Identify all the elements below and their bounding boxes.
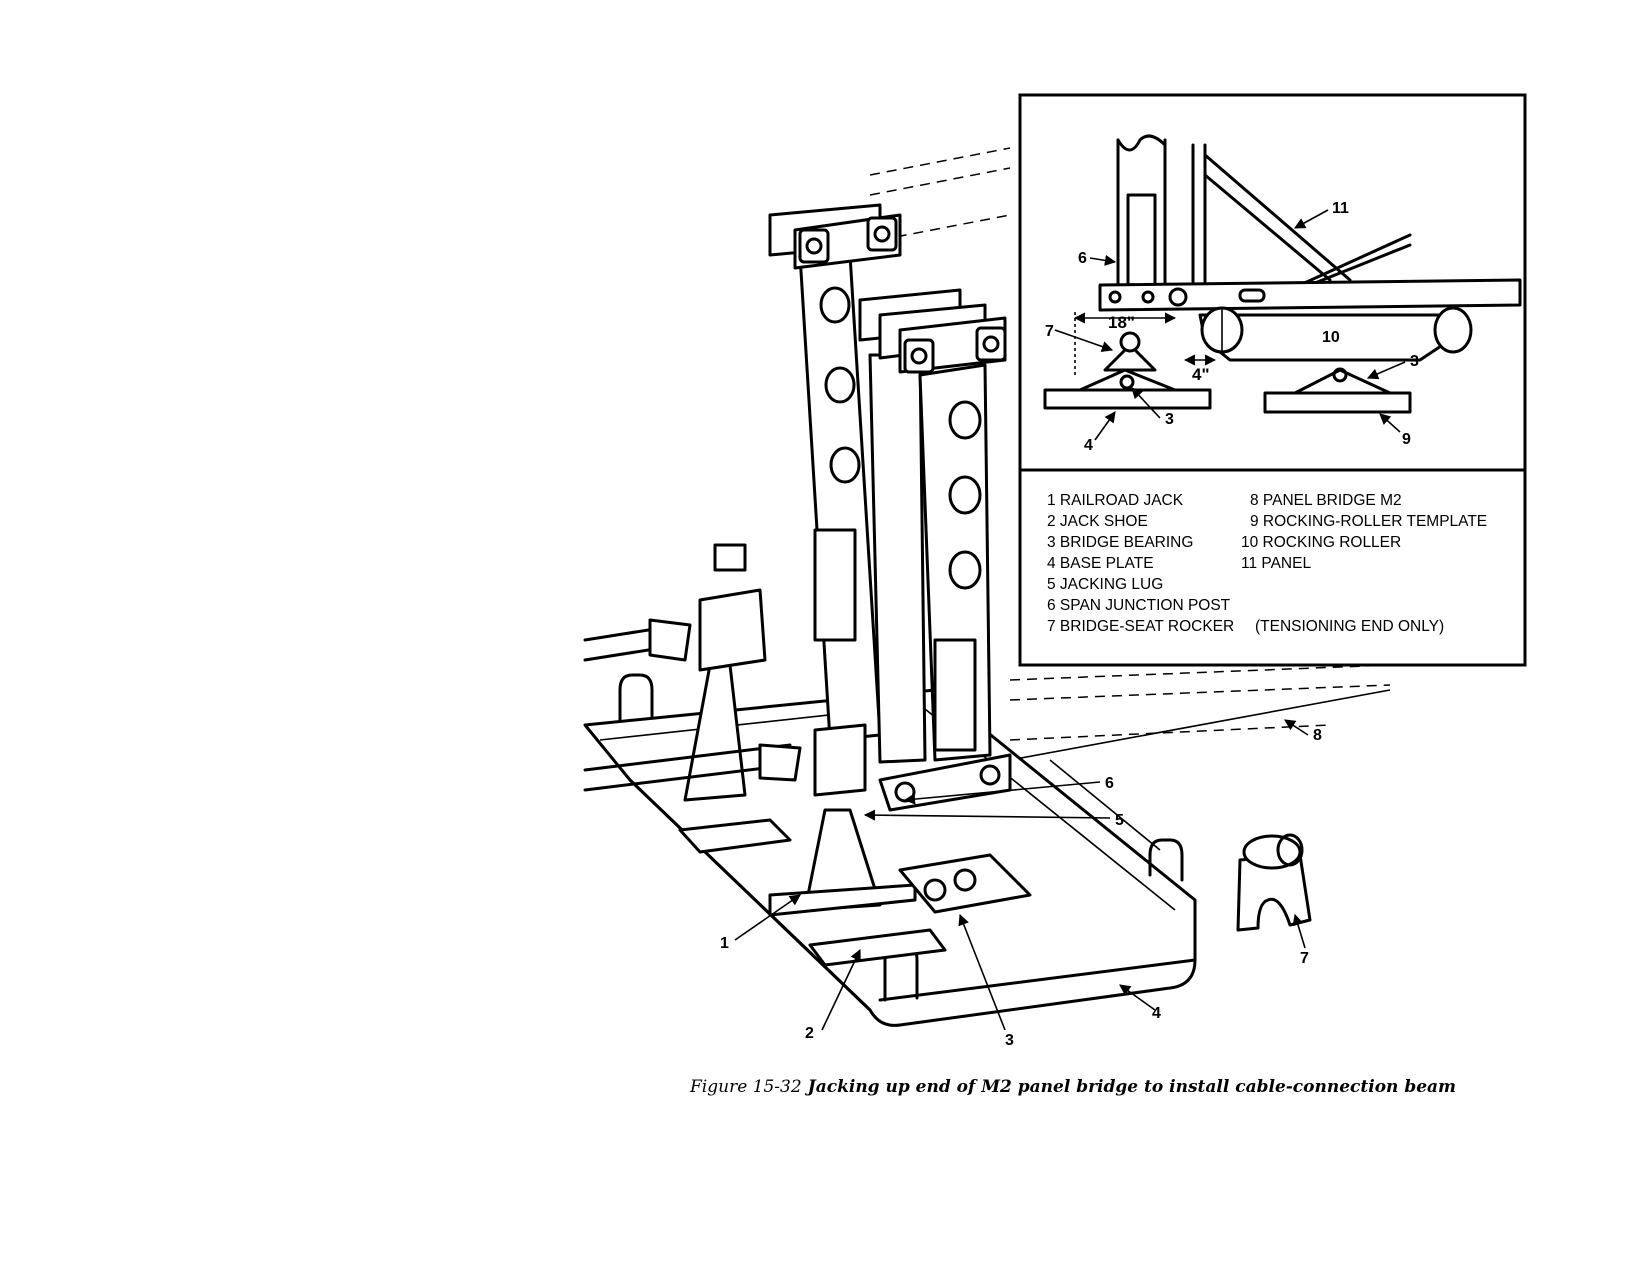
parts-legend: 1 RAILROAD JACK 2 JACK SHOE 3 BRIDGE BEA… (1047, 492, 1487, 635)
legend-item-4: 4 BASE PLATE (1047, 555, 1154, 572)
dimension-18: 18" (1108, 313, 1135, 332)
figure-number: Figure 15-32 (689, 1077, 802, 1097)
inset-callout-3-right: 3 (1410, 353, 1419, 370)
main-callout-leaders (734, 719, 1309, 1031)
inset-drawing: 18" 4" 11 6 7 10 3 3 4 9 (1043, 134, 1522, 454)
callout-3: 3 (1005, 1032, 1014, 1049)
railroad-jacks (583, 543, 917, 917)
callout-7: 7 (1300, 950, 1309, 967)
legend-item-5: 5 JACKING LUG (1047, 576, 1163, 593)
inset-callout-9: 9 (1402, 431, 1411, 448)
jack-shoes (678, 818, 947, 967)
legend-item-2: 2 JACK SHOE (1047, 513, 1148, 530)
figure-title: Jacking up end of M2 panel bridge to ins… (805, 1077, 1456, 1097)
callout-2: 2 (805, 1025, 814, 1042)
inset-callout-7: 7 (1045, 323, 1054, 340)
bridge-seat-rocker (1236, 833, 1312, 932)
inset-callout-10: 10 (1322, 329, 1340, 346)
legend-item-11: 11 PANEL (1241, 555, 1311, 572)
callout-8: 8 (1313, 727, 1322, 744)
detail-inset: 18" 4" 11 6 7 10 3 3 4 9 1 RAILROAD JACK… (1018, 93, 1527, 667)
inset-callout-4: 4 (1084, 437, 1093, 454)
inset-callout-11: 11 (1332, 200, 1349, 217)
legend-item-3: 3 BRIDGE BEARING (1047, 534, 1193, 551)
bridge-bearing (898, 853, 1032, 914)
callout-5: 5 (1115, 812, 1124, 829)
legend-note: (TENSIONING END ONLY) (1255, 618, 1444, 635)
callout-4: 4 (1152, 1005, 1161, 1022)
legend-item-10: 10 ROCKING ROLLER (1241, 534, 1401, 551)
legend-item-9: 9 ROCKING-ROLLER TEMPLATE (1250, 513, 1487, 530)
callout-1: 1 (720, 935, 729, 952)
inset-callout-6: 6 (1078, 250, 1087, 267)
dimension-4: 4" (1192, 365, 1210, 384)
legend-item-7: 7 BRIDGE-SEAT ROCKER (1047, 618, 1234, 635)
legend-item-6: 6 SPAN JUNCTION POST (1047, 597, 1231, 614)
span-junction-posts (768, 203, 1012, 812)
bridge-jacking-illustration: 1 2 3 4 5 6 7 8 (583, 147, 1391, 1049)
callout-6: 6 (1105, 775, 1114, 792)
legend-item-8: 8 PANEL BRIDGE M2 (1250, 492, 1402, 509)
inset-callout-3-left: 3 (1165, 411, 1174, 428)
legend-item-1: 1 RAILROAD JACK (1047, 492, 1184, 509)
